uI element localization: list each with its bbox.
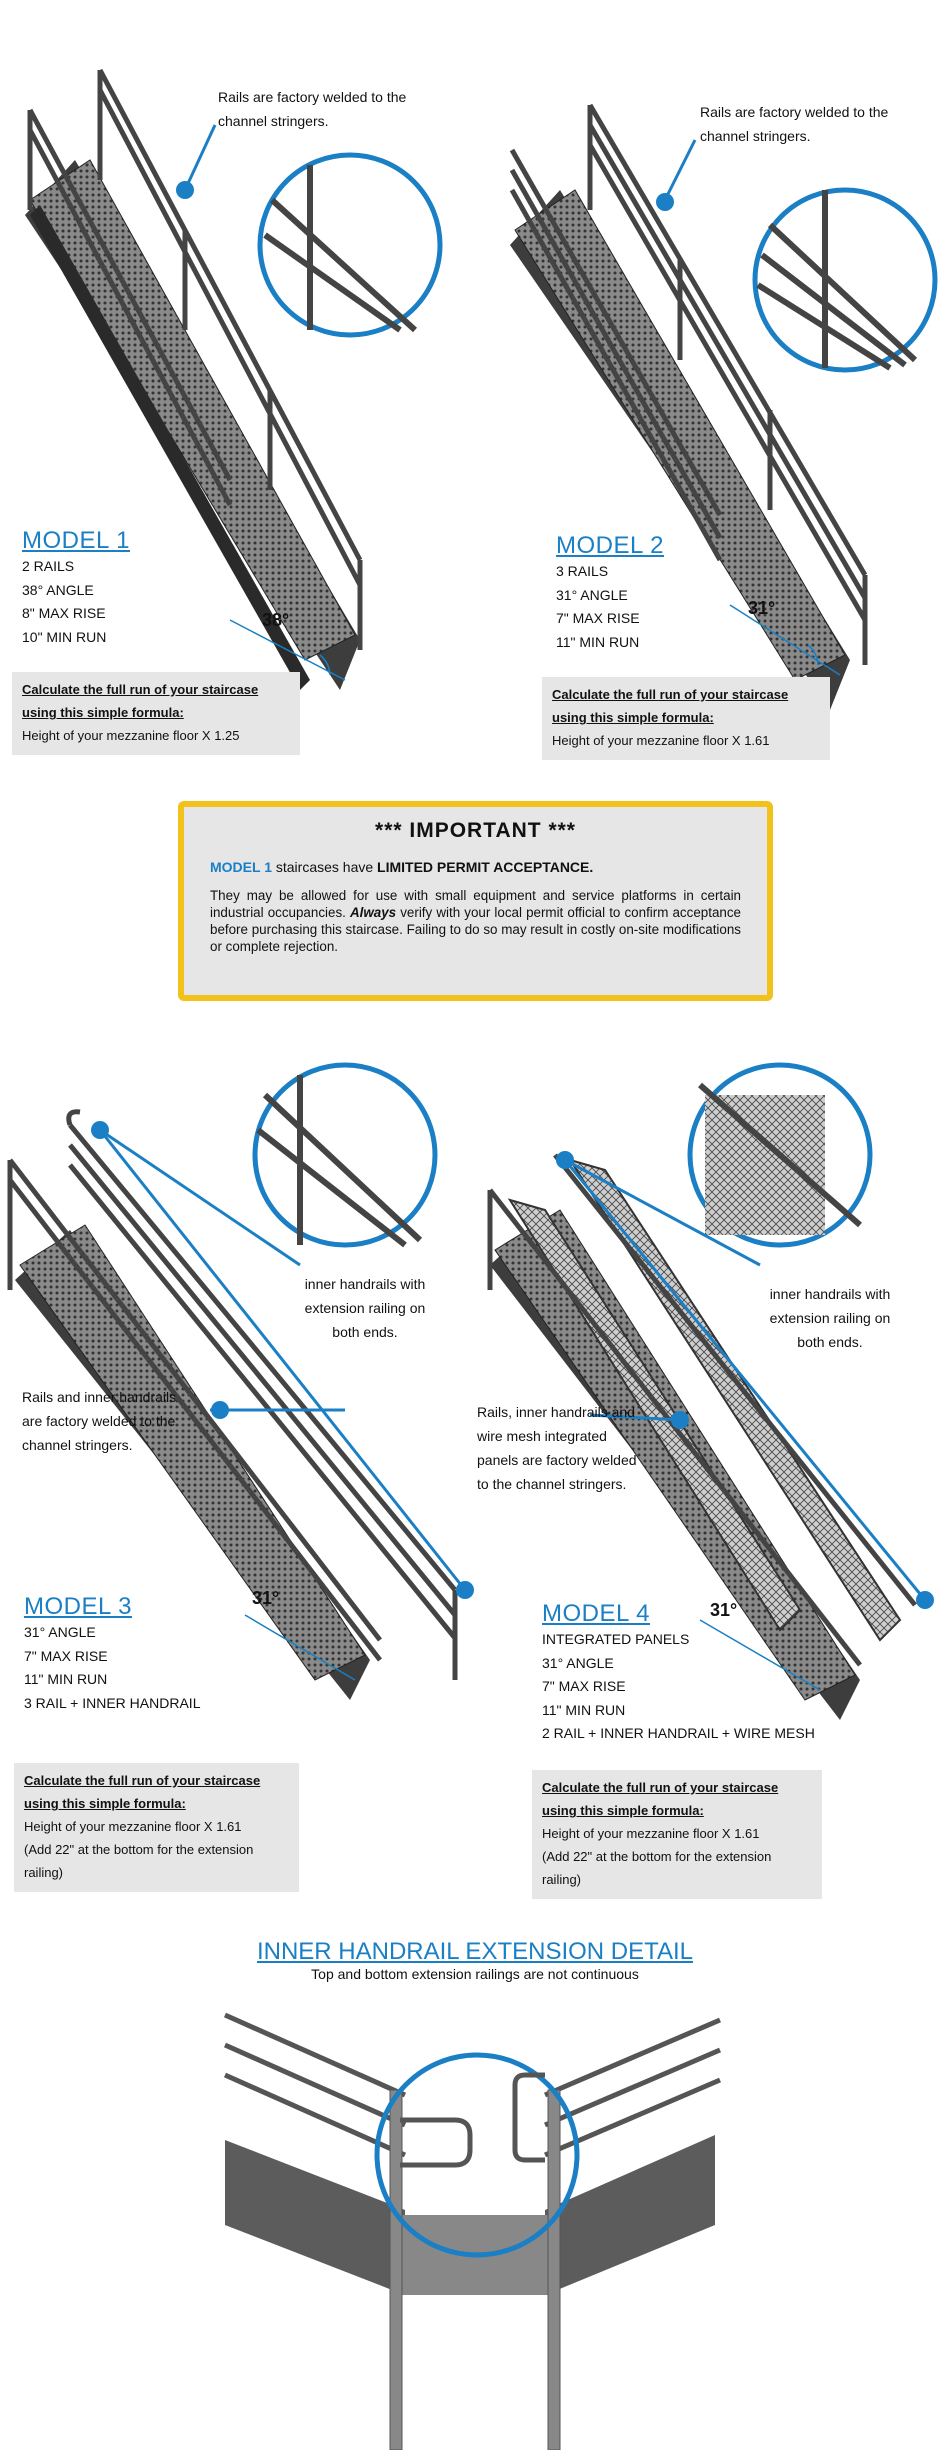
model2-formula-box: Calculate the full run of your staircase… xyxy=(542,677,830,760)
important-notice: *** IMPORTANT *** MODEL 1 staircases hav… xyxy=(178,801,773,1001)
model4-title: MODEL 4 xyxy=(542,1600,650,1627)
formula-line: railing) xyxy=(542,1872,582,1887)
model2-spec: 31° ANGLE xyxy=(556,586,628,603)
formula-heading: Calculate the full run of your staircase xyxy=(24,1773,261,1788)
formula-heading: using this simple formula: xyxy=(24,1796,186,1811)
model3-info: MODEL 3 31° ANGLE 7" MAX RISE 11" MIN RU… xyxy=(24,1593,200,1715)
model2-spec: 3 RAILS xyxy=(556,563,609,579)
model4-info: MODEL 4 INTEGRATED PANELS 31° ANGLE 7" M… xyxy=(542,1600,815,1746)
model4-inner-callout: inner handrails with extension railing o… xyxy=(769,1286,891,1350)
important-body-a: They may be allowed for use with small e… xyxy=(210,888,741,920)
model1-callout: Rails are factory welded to the channel … xyxy=(218,89,407,129)
model4-spec: 31° ANGLE xyxy=(542,1654,614,1671)
model1-spec: 38° ANGLE xyxy=(22,581,94,598)
extension-detail-illustration xyxy=(223,2012,721,2450)
model2-info: MODEL 2 3 RAILS 31° ANGLE 7" MAX RISE 11… xyxy=(556,532,664,654)
formula-line: Height of your mezzanine floor X 1.25 xyxy=(22,728,240,743)
formula-line: railing) xyxy=(24,1865,64,1880)
model1-angle-label: 38° xyxy=(262,610,290,630)
model2-angle-label: 31° xyxy=(748,598,776,618)
important-bold: LIMITED PERMIT ACCEPTANCE. xyxy=(377,859,594,875)
model3-inner-callout: inner handrails with extension railing o… xyxy=(304,1276,426,1340)
formula-heading: using this simple formula: xyxy=(552,710,714,725)
model1-spec: 2 RAILS xyxy=(22,558,75,574)
model3-angle-label: 31° xyxy=(252,1588,280,1608)
formula-line: Height of your mezzanine floor X 1.61 xyxy=(542,1826,760,1841)
formula-line: (Add 22" at the bottom for the extension xyxy=(24,1842,254,1857)
detail-subtitle: Top and bottom extension railings are no… xyxy=(311,1966,639,1982)
model1-spec: 10" MIN RUN xyxy=(22,628,107,645)
formula-heading: using this simple formula: xyxy=(542,1803,704,1818)
important-body-em: Always xyxy=(349,905,397,920)
model1-info: MODEL 1 2 RAILS 38° ANGLE 8" MAX RISE 10… xyxy=(22,527,130,649)
model3-spec: 7" MAX RISE xyxy=(24,1647,108,1664)
model1-spec: 8" MAX RISE xyxy=(22,605,106,621)
model3-spec: 11" MIN RUN xyxy=(24,1671,108,1687)
model2-spec: 11" MIN RUN xyxy=(556,633,640,650)
important-headline: MODEL 1 staircases have LIMITED PERMIT A… xyxy=(210,859,741,875)
model1-staircase xyxy=(25,68,443,690)
formula-line: (Add 22" at the bottom for the extension xyxy=(542,1849,772,1864)
important-mid: staircases have xyxy=(271,859,378,875)
important-title: *** IMPORTANT *** xyxy=(375,819,576,842)
important-body-b: verify with your local permit official t… xyxy=(210,905,741,954)
formula-line: Height of your mezzanine floor X 1.61 xyxy=(24,1819,242,1834)
important-model: MODEL 1 xyxy=(210,859,272,875)
model3-spec: 3 RAIL + INNER HANDRAIL xyxy=(24,1694,201,1711)
model1-title: MODEL 1 xyxy=(22,527,130,554)
model4-spec: 2 RAIL + INNER HANDRAIL + WIRE MESH xyxy=(542,1725,815,1741)
formula-heading: Calculate the full run of your staircase xyxy=(22,682,259,697)
model2-staircase xyxy=(509,103,938,710)
model4-staircase xyxy=(487,1062,934,1720)
model3-staircase xyxy=(7,1062,474,1700)
formula-line: Height of your mezzanine floor X 1.61 xyxy=(552,733,770,748)
model2-title: MODEL 2 xyxy=(556,532,664,559)
model3-rails-callout: Rails and inner handrails are factory we… xyxy=(22,1389,177,1453)
formula-heading: Calculate the full run of your staircase xyxy=(542,1780,779,1795)
formula-heading: Calculate the full run of your staircase xyxy=(552,687,789,702)
detail-heading: INNER HANDRAIL EXTENSION DETAIL Top and … xyxy=(0,1938,950,1982)
model4-spec: 11" MIN RUN xyxy=(542,1701,626,1718)
model3-formula-box: Calculate the full run of your staircase… xyxy=(14,1763,299,1892)
important-body: They may be allowed for use with small e… xyxy=(210,887,741,955)
model3-spec: 31° ANGLE xyxy=(24,1624,96,1640)
model4-angle-label: 31° xyxy=(710,1600,738,1620)
model2-callout: Rails are factory welded to the channel … xyxy=(700,104,889,144)
formula-heading: using this simple formula: xyxy=(22,705,184,720)
model3-title: MODEL 3 xyxy=(24,1593,132,1620)
model2-spec: 7" MAX RISE xyxy=(556,610,640,626)
model4-spec: 7" MAX RISE xyxy=(542,1678,626,1694)
model1-formula-box: Calculate the full run of your staircase… xyxy=(12,672,300,755)
model4-formula-box: Calculate the full run of your staircase… xyxy=(532,1770,822,1899)
detail-title: INNER HANDRAIL EXTENSION DETAIL xyxy=(256,1938,694,1965)
model4-rails-callout: Rails, inner handrails and wire mesh int… xyxy=(477,1404,637,1492)
model4-spec: INTEGRATED PANELS xyxy=(542,1631,690,1647)
